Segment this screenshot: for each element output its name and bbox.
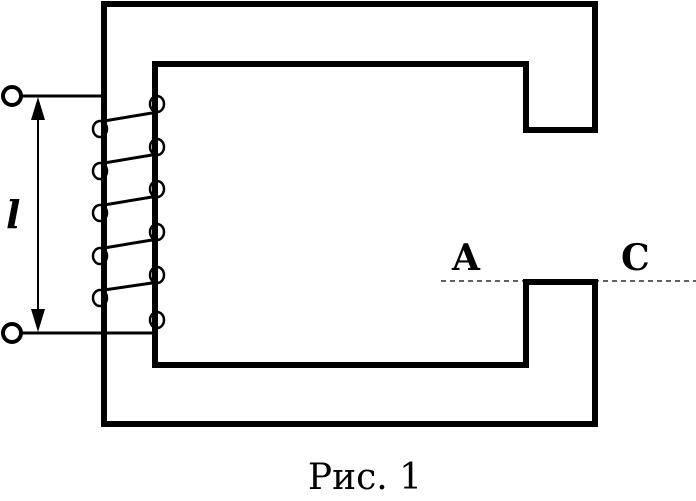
coil-loop [91,119,109,139]
arrow-down-icon [31,309,45,332]
coil-winding [91,94,166,330]
bottom-terminal [1,322,23,344]
point-c-label: C [621,237,650,279]
top-terminal [1,85,23,107]
coil-loop [148,94,166,114]
core-outline [101,1,598,427]
coil-loop [148,137,166,157]
coil-loop [91,288,109,308]
coil-turn [103,195,153,207]
coil-turn [103,153,153,165]
coil-turn [103,238,153,250]
coil-loop [148,310,166,330]
coil-loop [148,179,166,199]
coil-loop [148,222,166,242]
point-a-label: A [451,237,481,279]
coil-turn [103,281,153,292]
coil-loop [91,161,109,181]
arrow-up-icon [31,97,45,120]
coil-loop [148,265,166,285]
coil-loop [91,203,109,223]
figure-caption: Рис. 1 [308,457,422,498]
coil-turn [103,111,153,123]
coil-loop [91,246,109,266]
length-label: l [6,192,20,237]
